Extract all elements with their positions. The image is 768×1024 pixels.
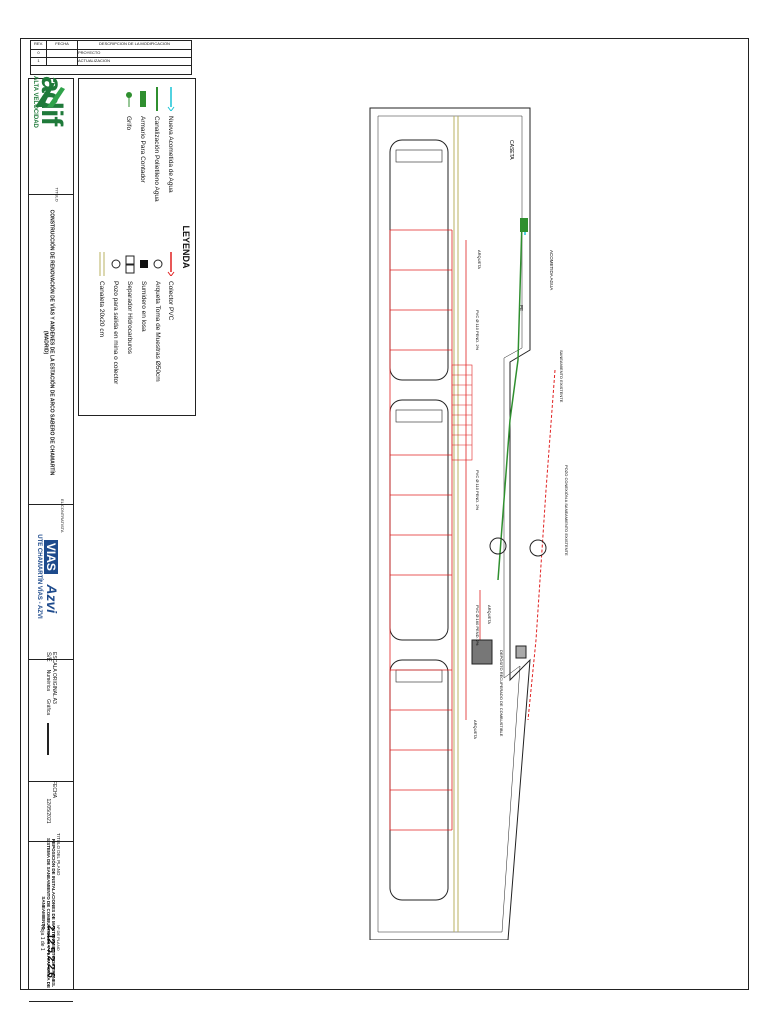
vias-logo: VIAS: [44, 539, 58, 574]
arqueta-label: ARQUETA: [473, 720, 478, 739]
hoja-value: 1: [39, 936, 45, 940]
hydrocarbon-separator: [471, 639, 493, 665]
fuel-tank: [515, 645, 527, 659]
sheet-frame: [20, 38, 749, 990]
date-cell: [47, 58, 78, 65]
pvc-label: PVC Ø 110 PEND. 2%: [475, 310, 480, 351]
pvc-label: PVC Ø 160 PEND. 2%: [475, 605, 480, 646]
plan-number: 2.12.5.2.2.6: [45, 925, 56, 978]
legend-label: Grifo: [125, 116, 133, 131]
rev-cell: 1: [31, 58, 47, 65]
green-line-icon: [156, 87, 158, 111]
grafica-label: Gráfica: [45, 699, 51, 716]
legend-label: Sumidero en losa: [140, 281, 148, 332]
tank: [389, 659, 449, 901]
caseta-label: CASETA: [508, 140, 514, 160]
sample-manhole-icon: [153, 259, 163, 269]
numerica-label: Numérica: [45, 669, 51, 692]
arqueta-label: ARQUETA: [477, 250, 482, 269]
legend-label: Pozo para salida en mina o colector: [112, 281, 120, 385]
tap-icon: [126, 92, 132, 107]
pe-label: PE: [519, 305, 524, 311]
legend-title: LEYENDA: [181, 225, 191, 269]
date-cell: [47, 50, 78, 57]
connection-well: [529, 539, 547, 557]
building-outline: [369, 107, 531, 940]
contractor-ute: UTE CHAMARTÍN VÍAS - AZVI: [36, 534, 42, 619]
stairs: [451, 364, 473, 461]
legend-label: Nueva Acometida de Agua: [167, 116, 175, 193]
fecha-label: FECHA: [51, 781, 57, 798]
de-value: 1: [39, 947, 45, 951]
plano-no-label: Nº DE PLANO: [56, 925, 61, 951]
escala-value: S/E: [45, 652, 51, 662]
red-arrow-icon: [167, 252, 175, 276]
cyan-arrow-icon: [167, 87, 175, 111]
de-label: de: [39, 940, 45, 947]
legend-label: Canalización Polietileno Agua: [153, 116, 161, 202]
meter-cabinet: [520, 218, 528, 232]
titulo-label: TITULO: [54, 187, 60, 202]
legend-label: Separador Hidrocarburos: [126, 281, 134, 354]
scale-bar: [47, 723, 49, 756]
legend-box: LEYENDA Nueva Acometida de Agua Canaliza…: [78, 78, 196, 416]
azvi-logo: Azvi: [44, 584, 60, 614]
legend-label: Canaleta 20x20 cm: [98, 281, 106, 338]
connection-well: [489, 537, 507, 555]
tank: [389, 139, 449, 381]
adif-logo: adif ALTA VELOCIDAD: [29, 76, 73, 195]
date-cell: FECHA 12/05/2021: [29, 781, 73, 842]
well-icon: [111, 259, 121, 269]
deposito-label: DEPÓSITO RECUPERADO DE COMBUSTIBLE: [499, 650, 504, 737]
desc-cell: PROYECTO: [78, 50, 101, 55]
legend-label: Armario Para Contador: [139, 116, 147, 183]
tank: [389, 399, 449, 641]
title-block: adif ALTA VELOCIDAD TITULO CONSTRUCCIÓN …: [28, 76, 74, 1002]
pvc-label: PVC Ø 110 PEND. 2%: [475, 470, 480, 511]
acometida-label: ACOMETIDA AGUA: [549, 250, 554, 290]
pe-pipe: [497, 219, 523, 581]
slab-drain-icon: [140, 260, 148, 268]
cabinet-icon: [140, 91, 146, 107]
legend-label: Arqueta Toma de Muestras Ø50cm: [154, 281, 162, 382]
legend-label: Colector PVC: [167, 281, 175, 321]
existing-sewer: [527, 369, 556, 721]
contratista-label: EL CONTRATISTA: [60, 499, 65, 533]
saneamiento-label: SANEAMIENTO EXISTENTE: [559, 350, 564, 403]
revision-table: REV. FECHA DESCRIPCION DE LA MODIFICACIO…: [30, 40, 192, 75]
project-title: CONSTRUCCIÓN DE RENOVACIÓN DE VÍAS Y AND…: [42, 209, 55, 476]
rev-header: REV.: [31, 41, 47, 49]
arqueta-label: ARQUETA: [487, 605, 492, 624]
adif-swoosh-icon: [35, 83, 65, 107]
channel-icon: [99, 252, 105, 276]
project-title-cell: TITULO CONSTRUCCIÓN DE RENOVACIÓN DE VÍA…: [29, 188, 73, 505]
escala-label: ESCALA ORIGINAL A3: [51, 652, 57, 704]
plan-title-cell: TITULO DEL PLANO REPOSICIÓN DE INSTALACI…: [29, 833, 73, 1002]
plan-number-cell: Nº DE PLANO 2.12.5.2.2.6 Hoja 1 de 1: [28, 924, 72, 988]
plan-drawing: CASETA ACOMETIDA AGUA PE SANEAMIENTO EXI…: [369, 107, 569, 940]
desc-header: DESCRIPCION DE LA MODIFICACION: [99, 41, 170, 46]
rev-cell: 0: [31, 50, 47, 57]
scale-cell: ESCALA ORIGINAL A3 S/E Numérica Gráfica: [29, 652, 73, 782]
hoja-label: Hoja: [39, 925, 45, 936]
date-header: FECHA: [47, 41, 78, 49]
contractor-cell: EL CONTRATISTA VIAS Azvi UTE CHAMARTÍN V…: [29, 499, 73, 660]
pozo-label: POZO CONEXIÓN A SANEAMIENTO EXISTENTE: [564, 465, 569, 556]
desc-cell: ACTUALIZACION: [78, 58, 111, 63]
separator-icon: [125, 255, 135, 274]
